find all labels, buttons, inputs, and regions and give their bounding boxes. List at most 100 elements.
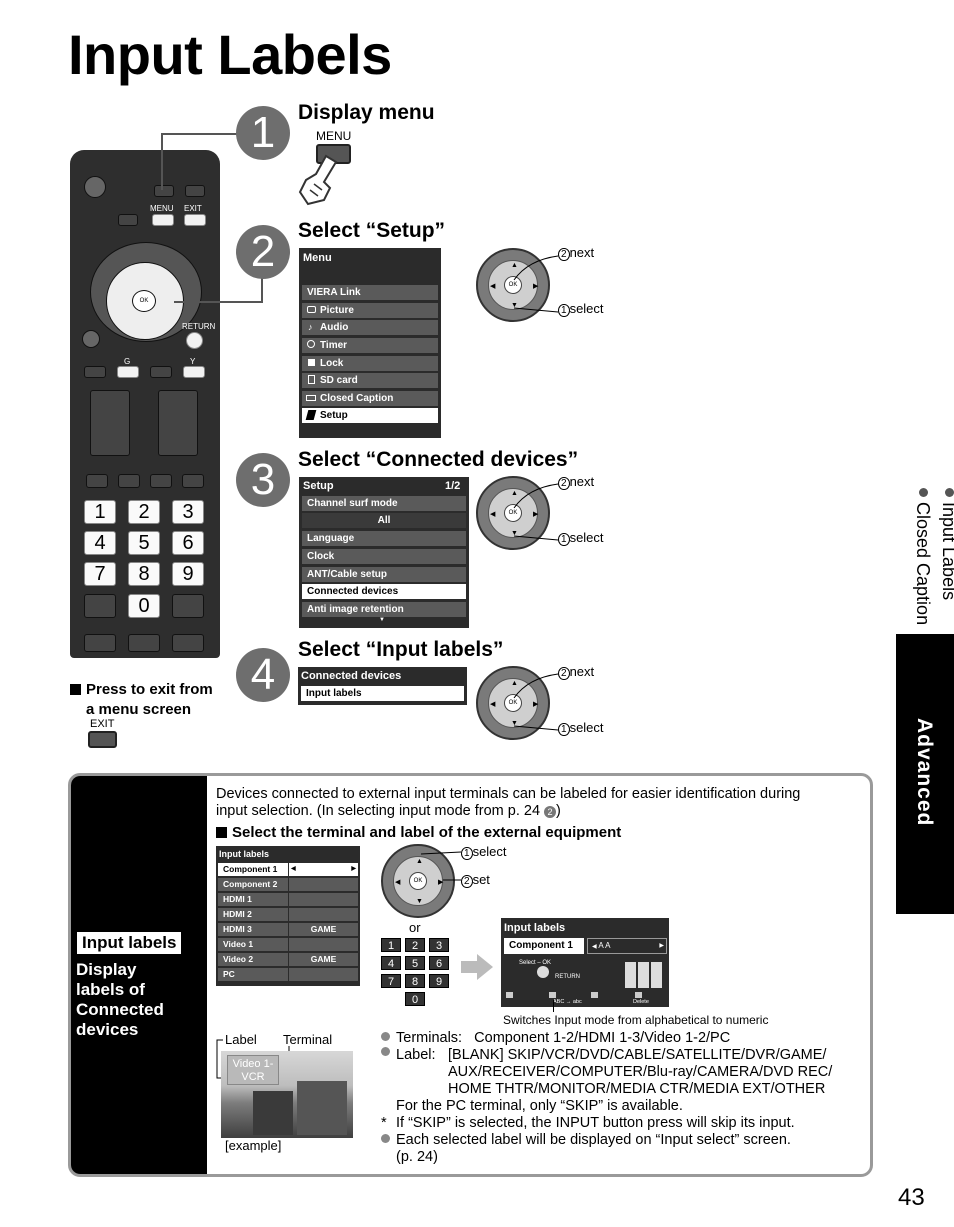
- menu-osd-header: Menu: [303, 252, 332, 264]
- step-number: 4: [236, 648, 290, 702]
- edit-header: Input labels: [504, 922, 566, 934]
- remote-key: [150, 474, 172, 488]
- edit-select-label: Select – OK: [519, 960, 552, 966]
- dpad-step2: OK ▲ ▼ ◀ ▶: [476, 248, 550, 322]
- table-header: Input labels: [219, 849, 270, 859]
- building-shape: [253, 1091, 293, 1135]
- edit-label-field: ◀ A A ▶: [587, 938, 667, 954]
- setup-item: ANT/Cable setup: [302, 567, 466, 582]
- number-key: 2: [405, 938, 425, 952]
- remote-key: [182, 474, 204, 488]
- remote-key: [84, 634, 116, 652]
- ok-button: OK: [409, 872, 427, 890]
- power-button: [84, 176, 106, 198]
- up-arrow-icon: ▲: [511, 490, 518, 497]
- number-key: 9: [429, 974, 449, 988]
- side-tab-items: Input Labels Closed Caption: [912, 488, 954, 625]
- switch-note: Switches Input mode from alphabetical to…: [503, 1013, 769, 1027]
- right-arrow-icon: ▶: [351, 866, 356, 872]
- table-row-label: [289, 908, 358, 921]
- menu-item-sd-card: SD card: [302, 373, 438, 388]
- table-row-name: Video 2: [218, 953, 288, 966]
- remote-key: [84, 594, 116, 618]
- down-arrow-icon: ▼: [416, 898, 423, 905]
- setup-item: All: [302, 513, 466, 528]
- color-key-icon: [549, 992, 556, 998]
- setup-osd: Setup 1/2 Channel surf mode All Language…: [299, 477, 469, 628]
- music-note-icon: ♪: [308, 322, 313, 332]
- remote-digit: 0: [128, 594, 160, 618]
- bullet-icon: [918, 488, 928, 497]
- panel-tag: Input labels: [77, 932, 182, 954]
- remote-key: [183, 366, 205, 378]
- panel-description: Display labels of Connected devices: [76, 960, 164, 1039]
- pointer-lines: [513, 673, 559, 731]
- edit-terminal-name: Component 1: [504, 938, 584, 954]
- left-arrow-icon: ◀: [490, 283, 496, 290]
- number-key: 8: [405, 974, 425, 988]
- step-number: 2: [236, 225, 290, 279]
- panel-subhead: Select the terminal and label of the ext…: [216, 824, 621, 841]
- edit-return-label: RETURN: [555, 974, 580, 980]
- exit-button: [88, 731, 117, 748]
- input-labels-panel: Input labels Display labels of Connected…: [68, 773, 873, 1177]
- remote-key: [172, 634, 204, 652]
- ref-badge: 2: [544, 806, 557, 818]
- pointer-lines: [513, 255, 559, 313]
- dpad-panel: OK ▲ ▼ ◀ ▶: [381, 844, 455, 918]
- remote-control: MENU EXIT OK RETURN G Y 1 2 3 4 5 6 7 8 …: [70, 150, 220, 658]
- remote-exit-button: [184, 214, 206, 226]
- right-arrow-icon: ▶: [533, 701, 539, 708]
- example-label-overlay: Video 1- VCR: [227, 1055, 279, 1085]
- remote-key: [150, 366, 172, 378]
- ok-button: OK: [504, 694, 522, 712]
- connected-devices-osd: Connected devices Input labels: [298, 667, 467, 705]
- return-icon: [186, 332, 203, 349]
- remote-key: [82, 330, 100, 348]
- ok-button: OK: [504, 504, 522, 522]
- left-arrow-icon: ◀: [592, 944, 597, 950]
- arrow-right-icon: [461, 954, 493, 980]
- ok-button: OK: [504, 276, 522, 294]
- remote-digit: 6: [172, 531, 204, 555]
- step-title: Select “Input labels”: [298, 638, 504, 661]
- left-arrow-icon: ◀: [395, 879, 401, 886]
- right-arrow-icon: ▶: [659, 943, 664, 949]
- remote-key: [118, 474, 140, 488]
- step-title: Select “Connected devices”: [298, 448, 579, 471]
- clock-icon: [307, 340, 315, 348]
- setup-item: Language: [302, 531, 466, 546]
- connected-osd-header: Connected devices: [301, 670, 402, 682]
- table-row-label: ◀▶: [289, 863, 358, 876]
- remote-digit: 4: [84, 531, 116, 555]
- page-number: 43: [898, 1184, 925, 1211]
- input-labels-table: Input labels Component 1 ◀▶ Component 2 …: [216, 846, 360, 986]
- pointer-lines: [420, 851, 462, 881]
- remote-menu-label: MENU: [150, 204, 174, 213]
- remote-key: [185, 185, 205, 197]
- table-row-name: PC: [218, 968, 288, 981]
- table-row-name: Video 1: [218, 938, 288, 951]
- remote-ok-button: OK: [132, 290, 156, 312]
- remote-key: [118, 214, 138, 226]
- up-arrow-icon: ▲: [416, 858, 423, 865]
- table-row-label: [289, 968, 358, 981]
- picture-icon: [307, 306, 316, 313]
- right-arrow-icon: ▶: [533, 283, 539, 290]
- lock-icon: [308, 359, 315, 366]
- number-key: 1: [381, 938, 401, 952]
- setup-osd-page: 1/2: [445, 480, 461, 492]
- left-arrow-icon: ◀: [490, 701, 496, 708]
- remote-digit: 9: [172, 562, 204, 586]
- table-row-name: HDMI 3: [218, 923, 288, 936]
- table-row-name: Component 2: [218, 878, 288, 891]
- down-arrow-icon: ▼: [511, 720, 518, 727]
- up-arrow-icon: ▲: [511, 262, 518, 269]
- left-arrow-icon: ◀: [490, 511, 496, 518]
